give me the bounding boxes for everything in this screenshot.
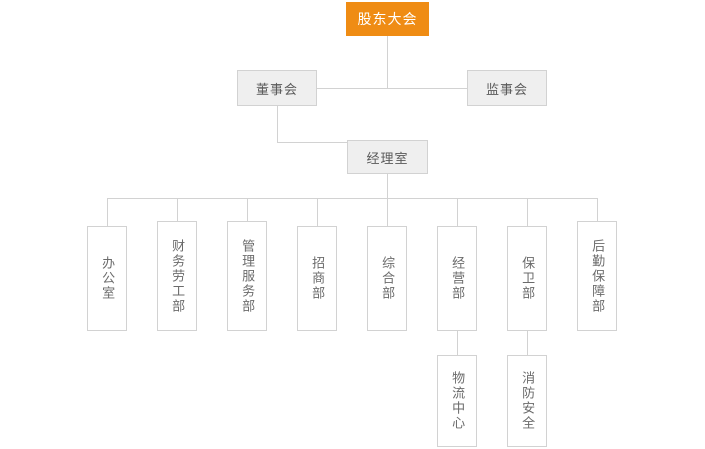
node-department-3[interactable]: 管理服务部: [227, 221, 267, 331]
node-supervisors[interactable]: 监事会: [467, 70, 547, 106]
node-department-6[interactable]: 经营部: [437, 226, 477, 331]
connector-dept-2-up: [177, 198, 178, 226]
connector-level2-horizontal: [277, 88, 508, 89]
connector-dept-4-up: [317, 198, 318, 226]
node-root[interactable]: 股东大会: [346, 2, 429, 36]
connector-departments-bus: [107, 198, 597, 199]
node-sub-department-1[interactable]: 物流中心: [437, 355, 477, 447]
connector-dept-6-up: [457, 198, 458, 226]
node-sub-department-2[interactable]: 消防安全: [507, 355, 547, 447]
connector-manager-down: [387, 172, 388, 198]
connector-dept-8-up: [597, 198, 598, 226]
node-department-2[interactable]: 财务劳工部: [157, 221, 197, 331]
node-department-1[interactable]: 办公室: [87, 226, 127, 331]
connector-board-down: [277, 106, 278, 142]
node-board[interactable]: 董事会: [237, 70, 317, 106]
connector-dept-5-up: [387, 198, 388, 226]
connector-dept-1-up: [107, 198, 108, 226]
node-department-8[interactable]: 后勤保障部: [577, 221, 617, 331]
connector-sub-2-up: [527, 331, 528, 355]
connector-dept-3-up: [247, 198, 248, 226]
node-manager-office[interactable]: 经理室: [347, 140, 428, 174]
connector-root-down: [387, 36, 388, 88]
node-department-4[interactable]: 招商部: [297, 226, 337, 331]
connector-board-to-manager: [277, 142, 387, 143]
connector-dept-7-up: [527, 198, 528, 226]
connector-sub-1-up: [457, 331, 458, 355]
node-department-7[interactable]: 保卫部: [507, 226, 547, 331]
node-department-5[interactable]: 综合部: [367, 226, 407, 331]
